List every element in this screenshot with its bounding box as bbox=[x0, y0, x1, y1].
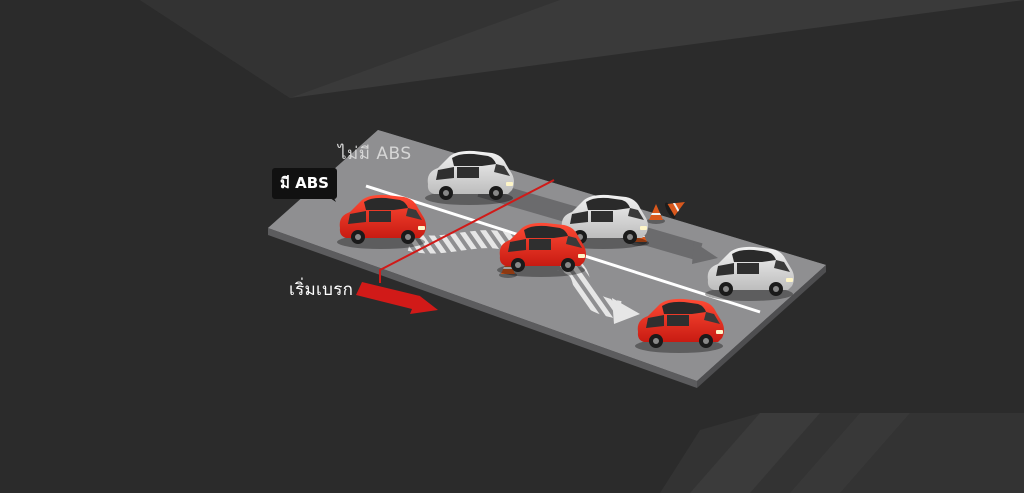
label-without-abs: ไม่มี ABS bbox=[338, 144, 412, 164]
brake-start-line bbox=[379, 179, 555, 283]
brake-point-arrow bbox=[356, 282, 438, 314]
abs-direction-arrow bbox=[612, 298, 640, 324]
label-with-abs: มี ABS bbox=[272, 168, 337, 199]
label-start-braking: เริ่มเบรก bbox=[289, 280, 354, 300]
no-abs-direction-arrow bbox=[692, 242, 718, 264]
traffic-cone-icon bbox=[663, 194, 690, 220]
